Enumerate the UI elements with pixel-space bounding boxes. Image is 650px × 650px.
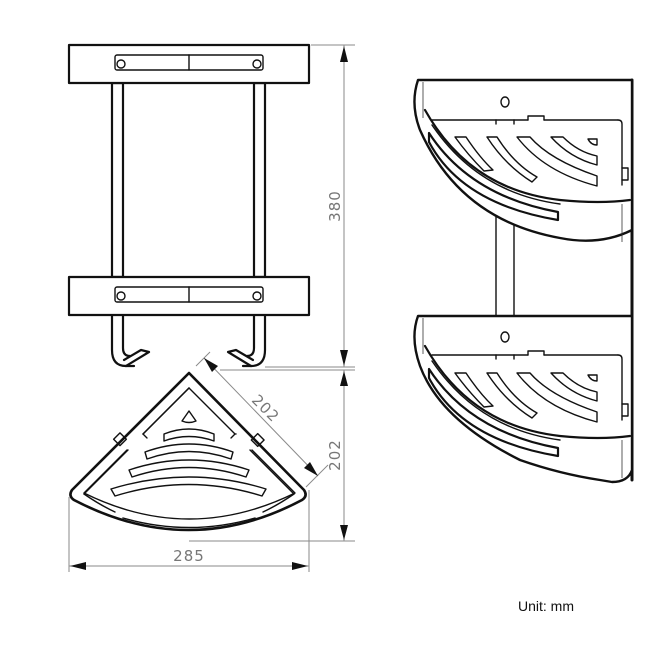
dimension-shelf-vertical: 202 [189,369,355,542]
side-view [413,78,634,484]
support-rods [110,81,267,368]
front-view [67,43,311,368]
dimension-vertical-label: 202 [326,439,344,471]
dimension-height-label: 380 [326,190,344,222]
dimension-width: 285 [68,490,310,572]
dimension-shelf-diagonal: 202 [195,351,329,488]
unit-label: Unit: mm [518,598,574,614]
dimension-height: 380 [265,44,355,368]
upper-shelf-side [413,78,634,242]
dimension-diagonal-label: 202 [248,391,283,426]
lower-shelf-side [413,314,634,484]
top-shelf-front [67,43,311,85]
bottom-shelf-front [67,275,311,317]
dimension-width-label: 285 [173,547,205,565]
plan-view [69,371,307,532]
